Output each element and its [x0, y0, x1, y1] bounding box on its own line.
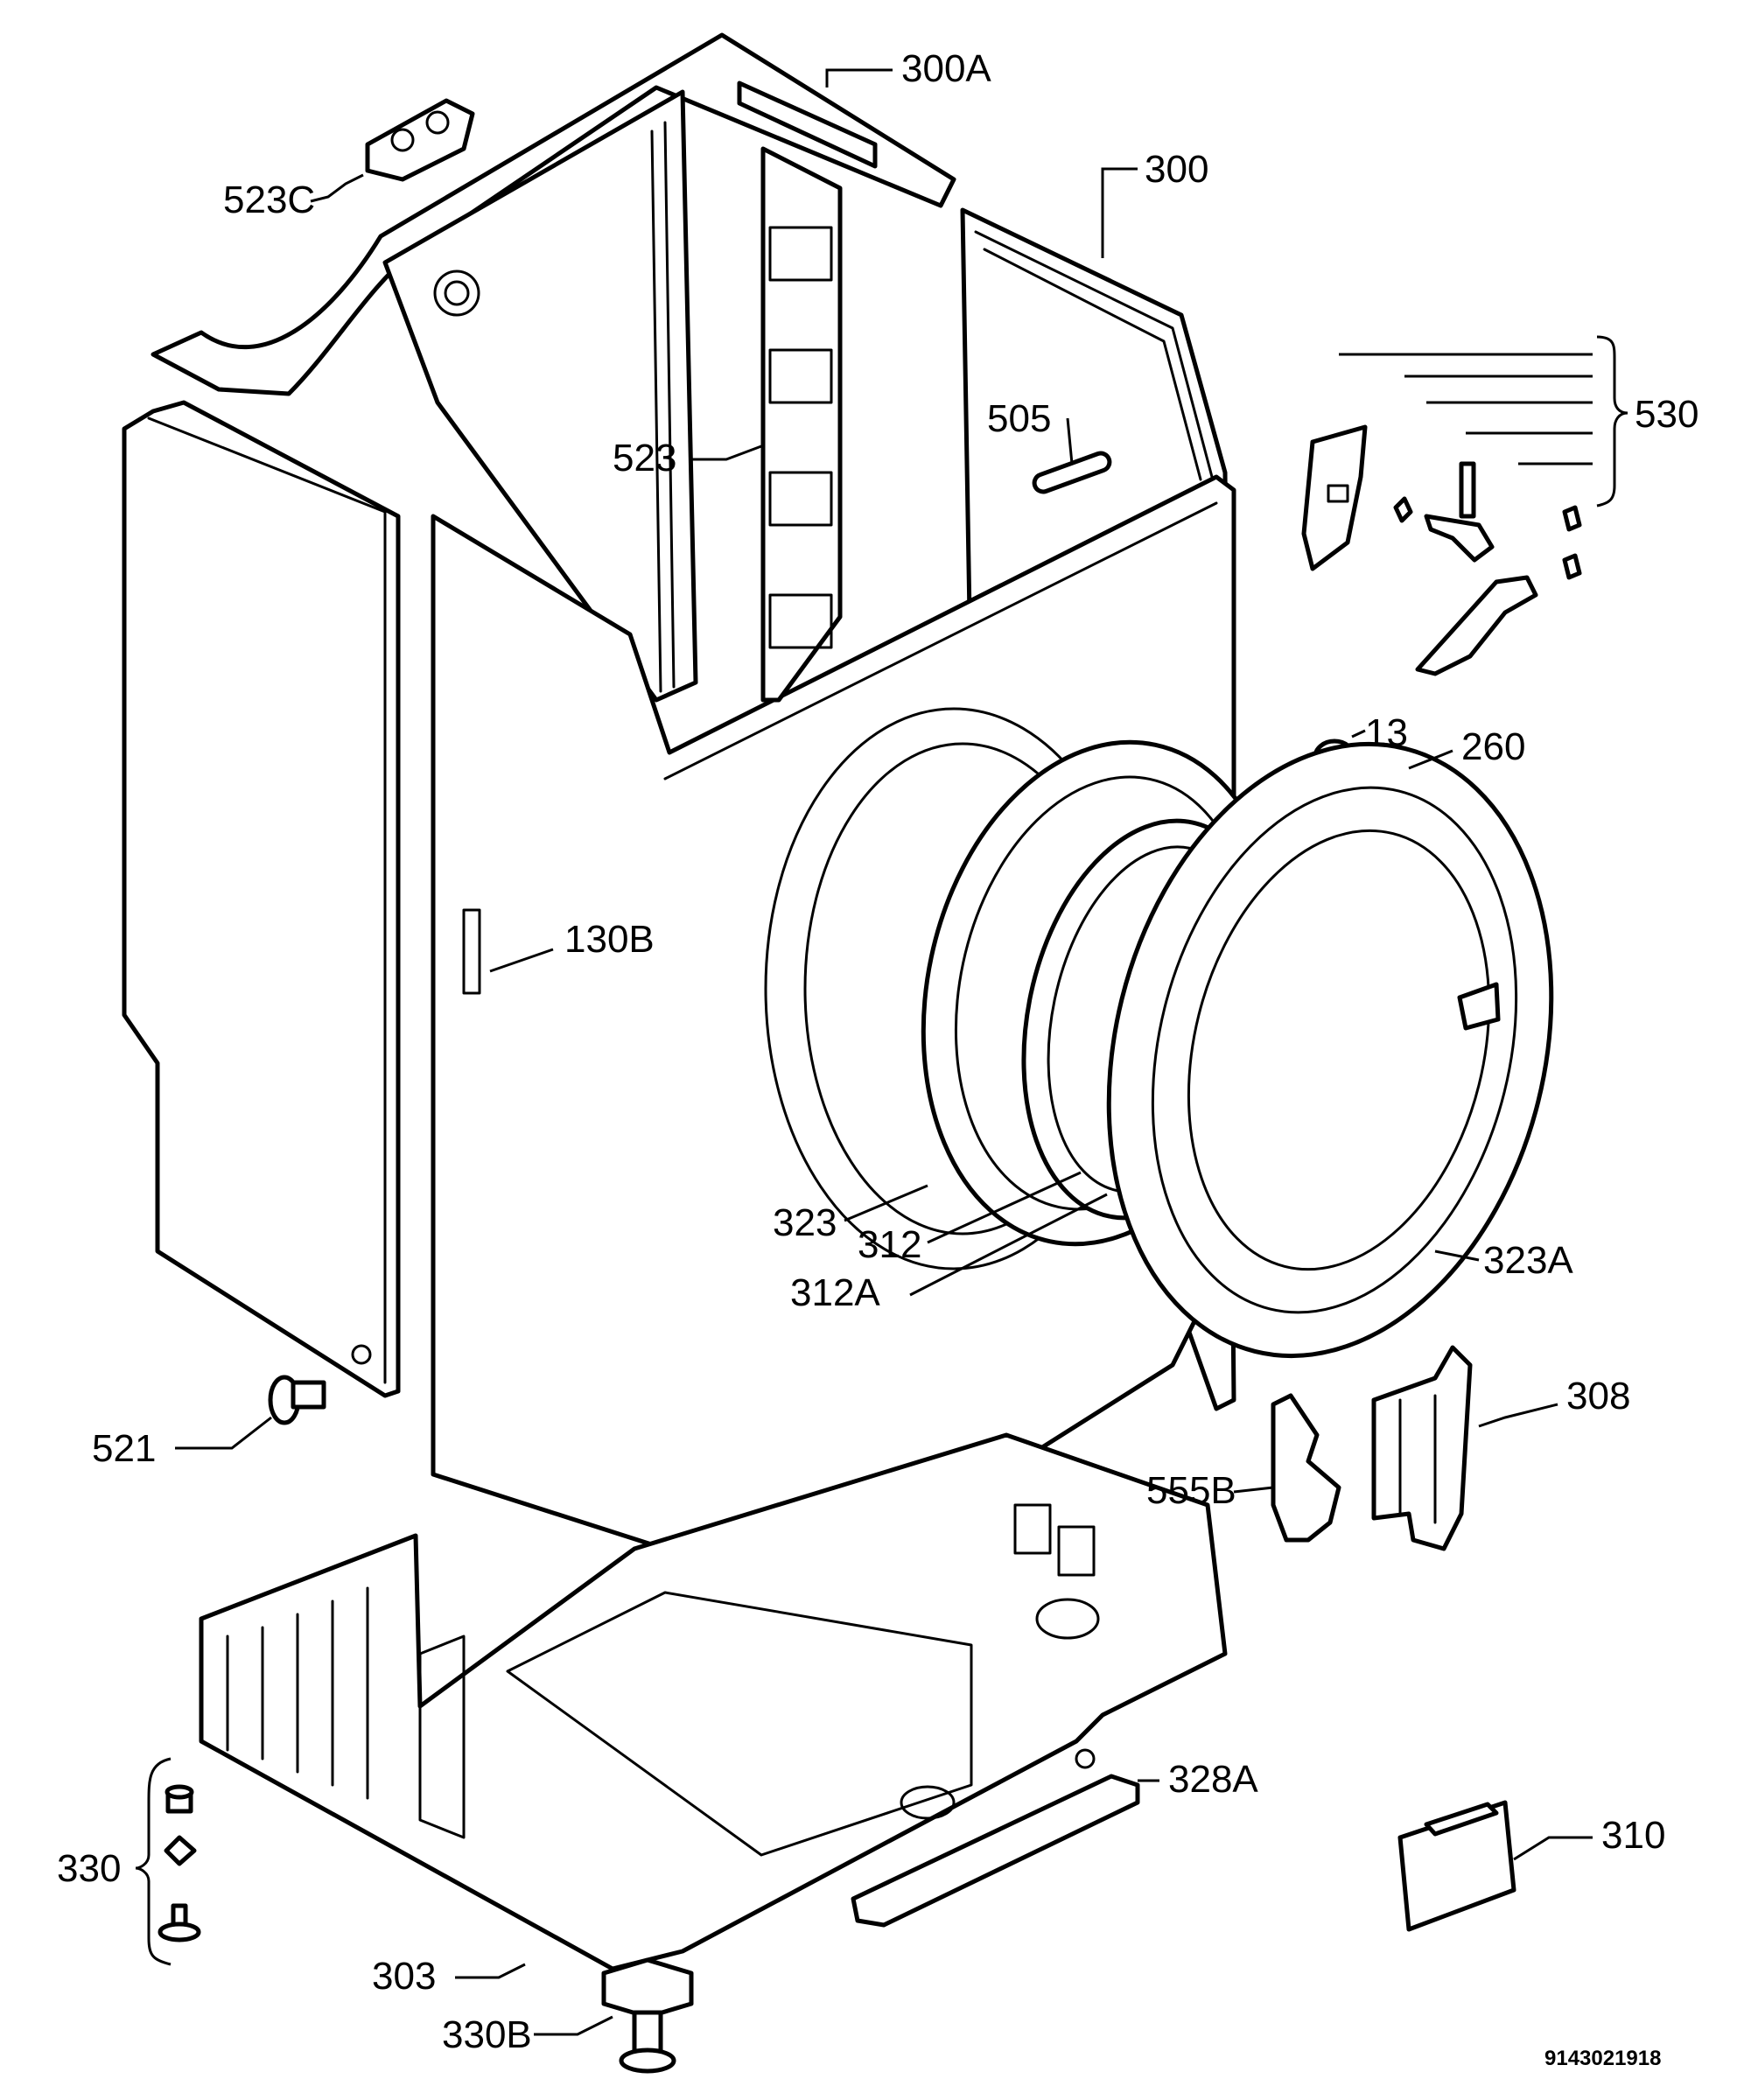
drawing-code: 9143021918	[1544, 2047, 1661, 2070]
lock-assembly-530	[1301, 424, 1582, 676]
leader-lines	[135, 68, 1628, 2036]
label-312: 312	[858, 1223, 921, 1266]
label-300a: 300A	[901, 47, 991, 90]
label-130b: 130B	[564, 918, 655, 961]
label-523: 523	[613, 437, 676, 480]
label-13: 13	[1365, 711, 1408, 754]
label-323a: 323A	[1483, 1239, 1573, 1282]
plate-555b	[1271, 1393, 1341, 1543]
side-panel	[122, 400, 401, 1398]
rail-523	[760, 146, 843, 703]
screw-521	[268, 1375, 326, 1425]
label-555b: 555B	[1146, 1469, 1236, 1512]
flap-310	[1397, 1800, 1516, 1932]
label-330: 330	[57, 1847, 121, 1890]
label-323: 323	[773, 1201, 837, 1244]
label-523c: 523C	[223, 178, 315, 221]
label-530: 530	[1635, 393, 1698, 436]
part-labels: 300A 300 523C 505 530 523 13 260 130B 32…	[57, 47, 1698, 2070]
label-308: 308	[1566, 1375, 1630, 1418]
label-521: 521	[92, 1427, 156, 1470]
foot-330b	[601, 1957, 694, 2074]
label-310: 310	[1601, 1814, 1665, 1857]
label-312a: 312A	[790, 1271, 880, 1314]
label-328a: 328A	[1168, 1758, 1258, 1801]
hook-523c	[365, 98, 475, 182]
fixings-330	[158, 1784, 201, 1942]
hinge-308	[1371, 1345, 1473, 1551]
label-330b: 330B	[442, 2013, 532, 2056]
label-300: 300	[1145, 148, 1208, 191]
cabinet-rear	[151, 32, 956, 703]
cover-328a	[851, 1774, 1140, 1928]
label-505: 505	[987, 397, 1051, 440]
label-303: 303	[372, 1955, 436, 1998]
door-323a	[1106, 741, 1554, 1359]
label-260: 260	[1461, 725, 1525, 768]
pin-505	[1032, 451, 1112, 494]
